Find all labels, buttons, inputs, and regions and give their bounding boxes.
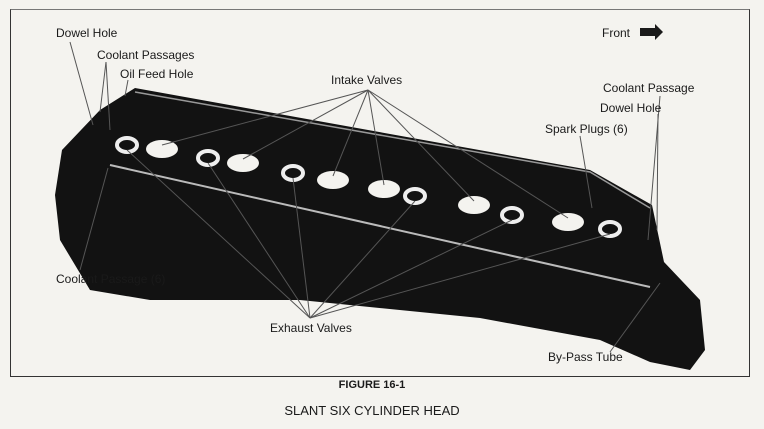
- label-coolant-passage-right: Coolant Passage: [603, 81, 695, 95]
- leader-line: [579, 135, 593, 209]
- intake-valve: [368, 180, 400, 198]
- intake-valve: [227, 154, 259, 172]
- exhaust-valve: [196, 149, 220, 167]
- figure-number: FIGURE 16-1: [338, 379, 406, 391]
- intake-valve: [317, 171, 349, 189]
- leader-line: [332, 89, 369, 177]
- leader-line: [105, 61, 111, 131]
- label-dowel-hole-left: Dowel Hole: [56, 26, 118, 40]
- leader-line: [207, 162, 311, 319]
- leader-line: [124, 79, 129, 97]
- leader-line: [242, 89, 369, 160]
- label-oil-feed-hole: Oil Feed Hole: [120, 67, 194, 81]
- leader-line: [69, 41, 94, 126]
- leader-lines: [69, 41, 661, 353]
- exhaust-valve: [403, 187, 427, 205]
- leader-line: [367, 89, 385, 186]
- label-exhaust-valves: Exhaust Valves: [270, 321, 352, 335]
- leader-line: [309, 219, 513, 319]
- leader-line: [309, 233, 611, 319]
- figure-frame: [10, 9, 750, 377]
- leader-line: [292, 177, 311, 319]
- label-coolant-passage-6: Coolant Passage (6): [56, 272, 166, 286]
- leader-line: [367, 89, 475, 202]
- intake-valve-ovals: [146, 140, 584, 231]
- intake-valve: [458, 196, 490, 214]
- leader-line: [367, 89, 569, 219]
- leader-line: [126, 149, 311, 319]
- label-front: Front: [602, 26, 631, 40]
- label-coolant-passages: Coolant Passages: [97, 48, 195, 62]
- label-bypass-tube: By-Pass Tube: [548, 350, 623, 364]
- top-edge-line: [134, 91, 651, 209]
- label-spark-plugs: Spark Plugs (6): [545, 122, 628, 136]
- label-dowel-hole-right: Dowel Hole: [600, 101, 662, 115]
- exhaust-valve: [598, 220, 622, 238]
- intake-valve: [552, 213, 584, 231]
- leader-line: [161, 89, 369, 146]
- exhaust-valve: [500, 206, 524, 224]
- figure-title: SLANT SIX CYLINDER HEAD: [284, 403, 460, 418]
- exhaust-valve: [115, 136, 139, 154]
- leader-line: [309, 200, 416, 319]
- leader-line: [99, 61, 107, 113]
- intake-valve: [146, 140, 178, 158]
- deck-edge-line: [109, 164, 651, 288]
- leader-line: [609, 282, 661, 353]
- front-arrow-icon: [640, 24, 663, 40]
- label-intake-valves: Intake Valves: [331, 73, 403, 87]
- leader-line: [79, 167, 109, 271]
- leader-line: [656, 113, 659, 231]
